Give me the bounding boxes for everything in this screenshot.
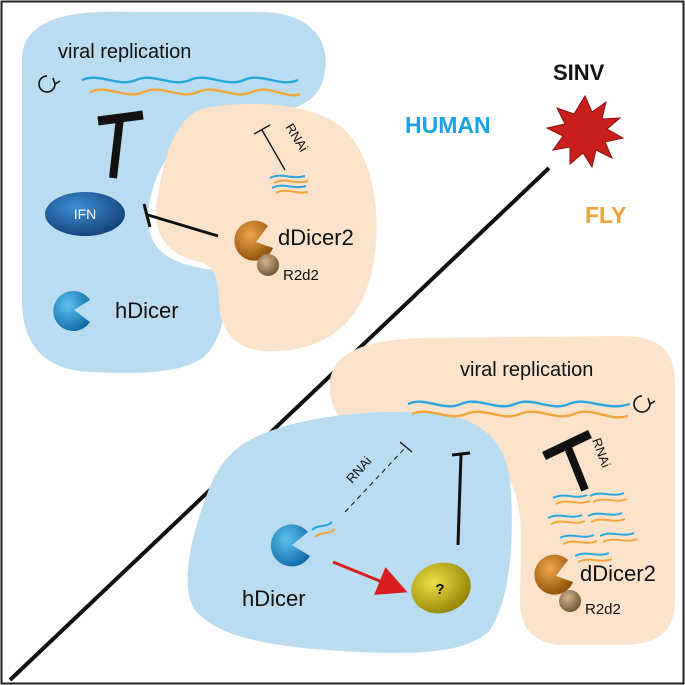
human-rnai-inhibition [253, 124, 286, 171]
fly-rnai-inhibition-bar [542, 429, 592, 492]
human-cell-background [22, 11, 326, 373]
human-hdicer-protein [53, 291, 90, 331]
unknown-factor-label: ? [435, 581, 444, 598]
ifn-label: IFN [74, 206, 97, 222]
fly-label: FLY [585, 202, 626, 228]
human-r2d2-label: R2d2 [283, 267, 319, 284]
fly-viral-replication-label: viral replication [460, 359, 593, 381]
hdicer-sirna-orange [314, 528, 336, 538]
fly-hdicer-protein [270, 524, 310, 567]
ddicer2-inhibition-bar [142, 203, 219, 238]
fly-ddicer2-label: dDicer2 [580, 561, 656, 586]
hdicer-sirna [311, 521, 333, 531]
fly-r2d2-label: R2d2 [585, 601, 621, 618]
fly-hdicer-label: hDicer [242, 586, 306, 611]
fly-rna-orange [411, 410, 629, 419]
human-rna-blue [81, 76, 299, 84]
human-cell-inset-background [187, 411, 512, 653]
human-label: HUMAN [405, 112, 491, 138]
human-circular-arrow-icon [38, 75, 61, 93]
unknown-inhibition-bar [451, 451, 471, 546]
ifn-protein [45, 192, 125, 236]
unknown-factor-protein [411, 562, 471, 614]
diagonal-divider [8, 166, 551, 682]
human-sirna-blue [269, 174, 307, 189]
human-r2d2-protein [257, 254, 279, 276]
hdicer-activation-arrow [332, 560, 408, 595]
sinv-label: SINV [553, 60, 605, 85]
human-hdicer-label: hDicer [115, 298, 179, 323]
fly-ddicer2-protein [534, 554, 573, 595]
human-sirna-orange [273, 179, 309, 194]
human-ddicer2-protein [234, 220, 273, 261]
sinv-virus-icon [545, 94, 625, 169]
hdicer-rnai-dashed-bar [399, 441, 413, 453]
fly-r2d2-protein [559, 590, 581, 612]
fly-circular-arrow-icon [633, 395, 656, 413]
human-ddicer2-label: dDicer2 [278, 225, 354, 250]
fly-sirna-cluster [547, 492, 638, 563]
human-rna-orange [89, 88, 301, 97]
hdicer-rnai-dashed-line [344, 446, 407, 513]
fly-rna-blue [407, 400, 631, 408]
human-viral-replication-label: viral replication [58, 41, 191, 63]
ifn-inhibition-bar [97, 110, 144, 179]
